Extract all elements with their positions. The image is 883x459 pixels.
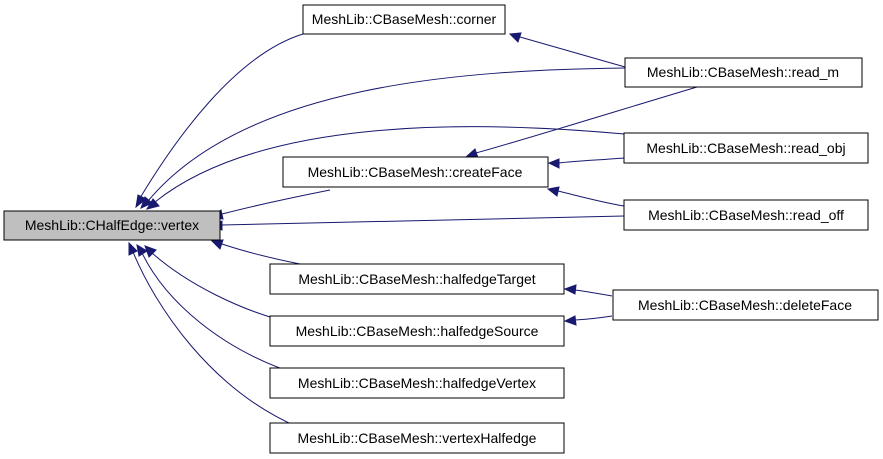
node-label: MeshLib::CBaseMesh::vertexHalfedge	[298, 430, 537, 446]
arrowhead-icon	[128, 241, 138, 256]
edge-read_off-to-createFace	[557, 190, 625, 207]
node-label: MeshLib::CBaseMesh::halfedgeTarget	[298, 271, 535, 287]
edge-deleteFace-to-halfedgeSource	[574, 315, 613, 321]
arrowhead-icon	[145, 198, 160, 210]
edge-deleteFace-to-halfedgeTarget	[574, 289, 613, 297]
edge-corner-to-vertex	[139, 33, 304, 199]
edge-halfedgeTarget-to-vertex	[221, 243, 301, 265]
arrowhead-icon	[135, 194, 147, 209]
edge-createFace-to-vertex	[221, 189, 331, 215]
node-label: MeshLib::CBaseMesh::corner	[312, 11, 497, 27]
arrowhead-icon	[563, 315, 577, 326]
node-label: MeshLib::CBaseMesh::read_off	[648, 207, 844, 223]
node-label: MeshLib::CBaseMesh::halfedgeSource	[296, 323, 539, 339]
edge-read_m-to-vertex	[147, 67, 626, 202]
node-read_off[interactable]: MeshLib::CBaseMesh::read_off	[623, 199, 869, 231]
arrowhead-icon	[563, 284, 577, 295]
arrowhead-icon	[140, 196, 153, 209]
arrowhead-icon	[546, 186, 560, 197]
node-halfedgeVertex[interactable]: MeshLib::CBaseMesh::halfedgeVertex	[269, 367, 565, 399]
arrowhead-icon	[136, 244, 148, 257]
node-label: MeshLib::CBaseMesh::deleteFace	[638, 297, 852, 313]
node-label: MeshLib::CBaseMesh::halfedgeVertex	[298, 375, 536, 391]
node-read_obj[interactable]: MeshLib::CBaseMesh::read_obj	[623, 132, 869, 164]
node-halfedgeTarget[interactable]: MeshLib::CBaseMesh::halfedgeTarget	[269, 263, 565, 295]
node-label: MeshLib::CBaseMesh::read_obj	[646, 140, 845, 156]
arrowhead-icon	[547, 158, 560, 169]
nodes: MeshLib::CHalfEdge::vertex MeshLib::CBas…	[3, 4, 879, 454]
node-vertex[interactable]: MeshLib::CHalfEdge::vertex	[3, 210, 221, 241]
node-label: MeshLib::CHalfEdge::vertex	[25, 217, 199, 233]
edge-read_off-to-vertex	[221, 215, 625, 226]
node-read_m[interactable]: MeshLib::CBaseMesh::read_m	[624, 57, 863, 88]
node-vertexHalfedge[interactable]: MeshLib::CBaseMesh::vertexHalfedge	[269, 422, 565, 454]
node-halfedgeSource[interactable]: MeshLib::CBaseMesh::halfedgeSource	[269, 315, 565, 347]
edge-vertexHalfedge-to-vertex	[132, 251, 301, 429]
edge-read_obj-to-createFace	[558, 157, 625, 164]
edge-read_m-to-corner	[519, 36, 626, 68]
node-corner[interactable]: MeshLib::CBaseMesh::corner	[302, 4, 506, 35]
arrowhead-icon	[508, 32, 522, 43]
edge-halfedgeVertex-to-vertex	[141, 252, 301, 376]
node-label: MeshLib::CBaseMesh::createFace	[308, 164, 523, 180]
edge-read_m-to-createFace	[475, 86, 698, 154]
node-label: MeshLib::CBaseMesh::read_m	[647, 64, 839, 80]
node-deleteFace[interactable]: MeshLib::CBaseMesh::deleteFace	[612, 289, 879, 321]
node-createFace[interactable]: MeshLib::CBaseMesh::createFace	[282, 156, 549, 188]
arrowhead-icon	[210, 239, 224, 250]
